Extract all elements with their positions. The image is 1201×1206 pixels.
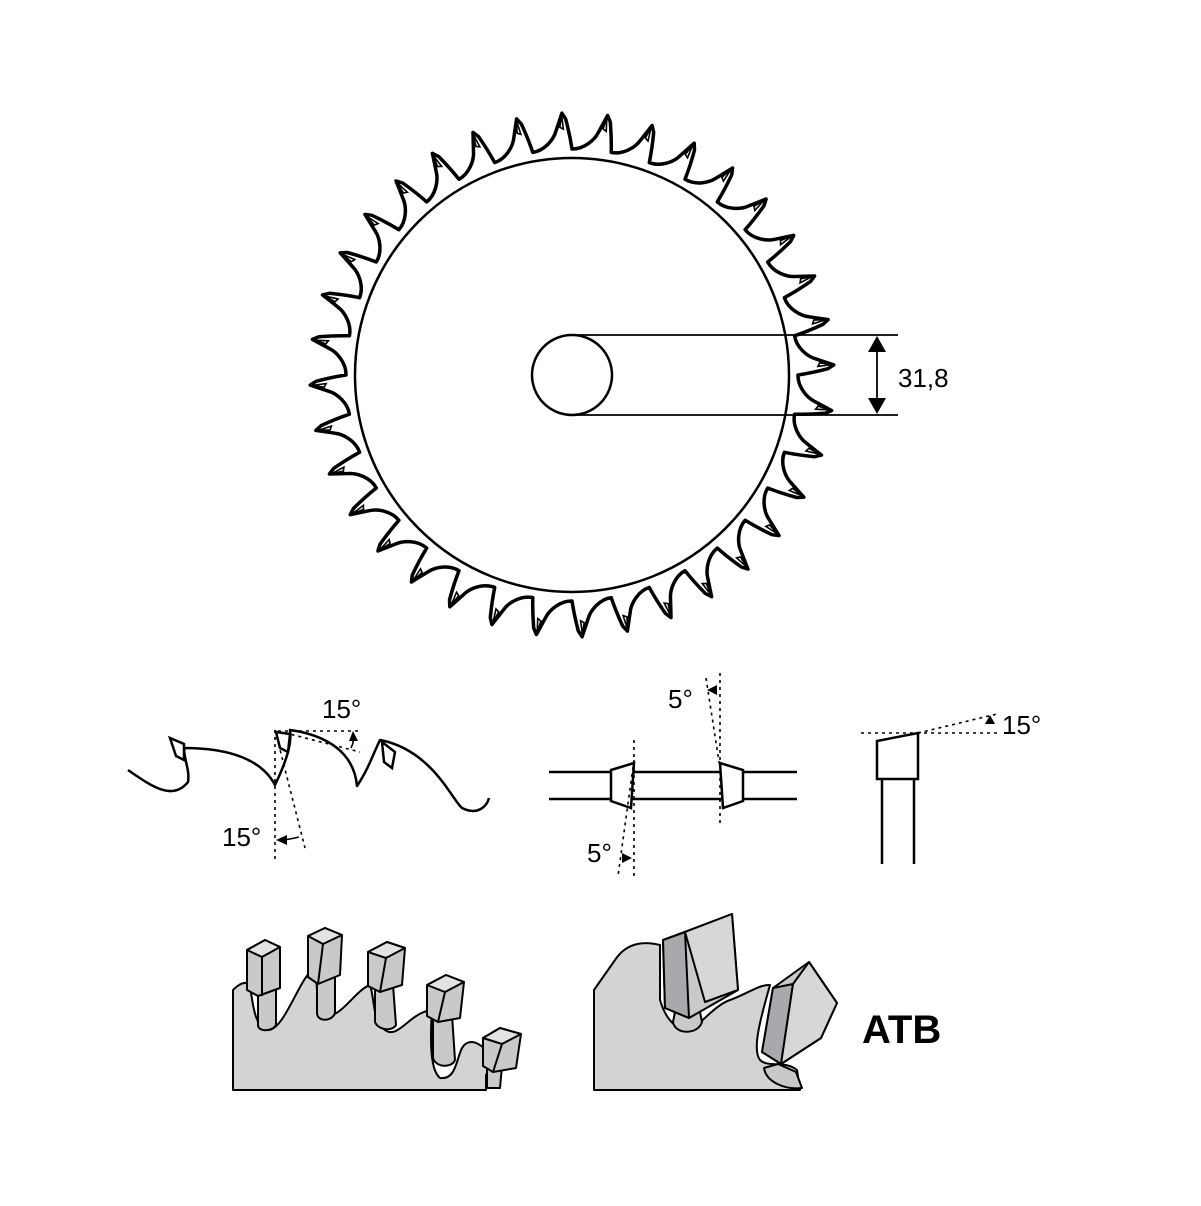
bevel-top-arrowhead-icon [707, 685, 717, 695]
profile-tip-1 [167, 735, 186, 763]
blade-carbide-tip [379, 537, 391, 551]
profile-tip-2 [274, 730, 292, 754]
blade-carbide-tip [450, 590, 460, 606]
bevel-bottom-arrowhead-icon [622, 853, 632, 863]
dimension-arrow-down-icon [868, 398, 886, 414]
bevel-bottom-label: 5° [587, 838, 612, 868]
carbide-tip-3d-3 [367, 941, 406, 1031]
blade-carbide-tip [331, 465, 345, 475]
bevel-dashed-bottom [617, 759, 635, 877]
blade-carbide-tip [764, 523, 779, 535]
hook-angle-label: 15° [222, 822, 261, 852]
blade-carbide-tip [662, 602, 672, 616]
bevel-dashed-top [705, 677, 721, 769]
teeth-3d-closeup [593, 913, 838, 1091]
carbide-tip-3d-1 [246, 939, 281, 1032]
tooth-profile-detail: 15° 15° [127, 694, 491, 862]
clearance-angle-dashed-line [277, 730, 361, 753]
blade-carbide-tip [684, 144, 694, 160]
top-bevel-detail: 15° [861, 710, 1041, 864]
blade-carbide-tip [579, 619, 585, 635]
closeup-tip-1 [662, 913, 739, 1033]
blade-carbide-tip [341, 253, 357, 263]
top-bevel-arrowhead-icon [985, 715, 995, 724]
bevel-tooth-right [718, 761, 745, 810]
blade-carbide-tip [472, 134, 482, 148]
blade-carbide-tip [644, 126, 652, 143]
blade-carbide-tip [720, 168, 732, 183]
blade-carbide-tip [700, 582, 712, 596]
blade-carbide-tip [515, 120, 523, 136]
blade-carbide-tip [814, 405, 830, 411]
teeth-3d-row [232, 927, 522, 1091]
blade-carbide-tip [412, 567, 424, 582]
tooth-type-label: ATB [862, 1008, 941, 1052]
blade-carbide-tip [811, 318, 827, 326]
carbide-tip-3d-5 [482, 1027, 522, 1089]
closeup-plate [593, 942, 801, 1091]
blade-carbide-tip [753, 199, 765, 213]
arbor-bore [530, 333, 614, 417]
closeup-tip-2 [761, 961, 838, 1090]
bevel-top-label: 5° [668, 684, 693, 714]
top-bevel-dashed-line [917, 713, 998, 734]
blade-carbide-tip [365, 215, 380, 227]
blade-body-ring [353, 156, 791, 594]
top-bevel-tooth [875, 731, 920, 781]
blade-carbide-tip [351, 503, 365, 515]
blade-carbide-tip [816, 362, 832, 368]
bevel-tooth-left [609, 761, 636, 810]
blade-carbide-tip [314, 339, 330, 345]
blade-carbide-tip [559, 115, 565, 131]
carbide-tips [312, 115, 832, 635]
clearance-arrowhead-icon [349, 731, 358, 741]
bore-diameter-label: 31,8 [898, 363, 949, 393]
tooth-profile-line [127, 728, 491, 813]
blade-carbide-tip [779, 235, 793, 247]
blade-carbide-tip [734, 556, 748, 568]
top-bevel-label: 15° [1002, 710, 1041, 740]
hook-arrowhead-icon [276, 835, 287, 845]
profile-tip-3 [380, 739, 397, 771]
blade-carbide-tip [536, 617, 542, 633]
bevel-angle-detail: 5° 5° [549, 673, 797, 880]
bore-dimension: 31,8 [572, 334, 949, 416]
blade-carbide-tip [492, 607, 500, 624]
carbide-tip-3d-4 [426, 974, 465, 1067]
blade-carbide-tip [602, 117, 608, 133]
saw-blade [308, 111, 836, 639]
blade-carbide-tip [312, 382, 328, 388]
blade-carbide-tip [787, 487, 803, 497]
clearance-angle-label: 15° [322, 694, 361, 724]
carbide-tip-3d-2 [307, 927, 343, 1021]
blade-carbide-tip [432, 154, 444, 168]
blade-carbide-tip [317, 424, 333, 432]
blade-carbide-tip [621, 614, 629, 630]
blade-carbide-tip [396, 182, 410, 194]
blade-carbide-tip [799, 275, 813, 285]
blade-carbide-tip [323, 295, 340, 303]
dimension-arrow-up-icon [868, 336, 886, 352]
blade-carbide-tip [804, 447, 821, 455]
